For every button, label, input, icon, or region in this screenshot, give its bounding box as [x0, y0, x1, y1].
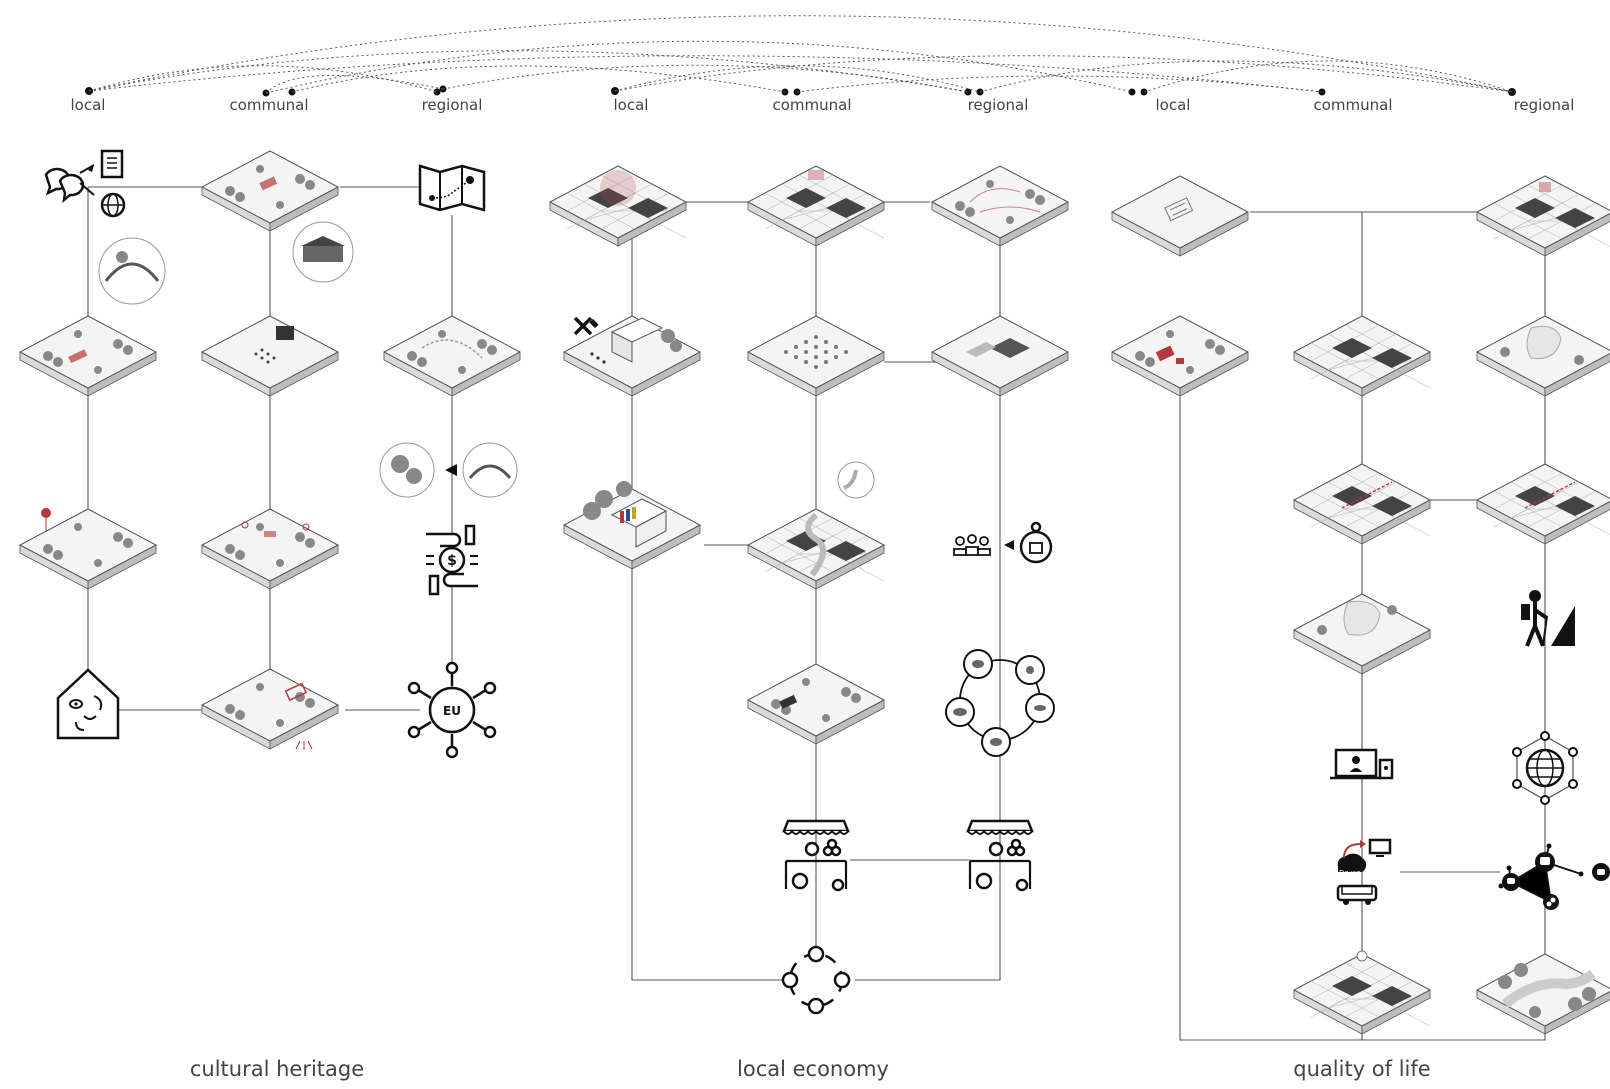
- tile-lake-communal: [1294, 594, 1430, 674]
- level-label-communal-1: communal: [229, 96, 308, 114]
- tile-village-signs-local: [20, 508, 156, 589]
- dependency-arcs: [89, 16, 1512, 93]
- level-dots: [85, 86, 1516, 97]
- group-title-local-economy: local economy: [737, 1057, 889, 1081]
- tile-grid-lanes-communal: [1294, 464, 1430, 544]
- level-label-regional-3: regional: [1514, 96, 1575, 114]
- forest-to-bridge-icon: [380, 443, 517, 497]
- tile-village-plaza: [202, 669, 338, 750]
- magnifier-path: [838, 462, 874, 498]
- tile-market-square: [932, 316, 1068, 396]
- map-icon: [420, 166, 484, 210]
- tile-grid-communal-mid: [1294, 316, 1430, 396]
- chat-to-document-icon: [46, 165, 94, 200]
- tools-icon: [575, 318, 599, 334]
- tile-regional-park: [748, 664, 884, 744]
- eu-label: EU: [443, 704, 461, 718]
- community-circle-icon: [783, 947, 849, 1013]
- tile-park-path: [384, 316, 520, 396]
- hiker-icon: [1521, 590, 1575, 646]
- magnifier-bridge: [99, 238, 165, 304]
- magnifier-building: [293, 222, 353, 282]
- tile-sports-field: [1112, 176, 1248, 256]
- laptop-video-icon: [1330, 750, 1392, 778]
- house-senses-icon: [58, 670, 118, 738]
- tile-village-signs-communal: [202, 509, 338, 589]
- tile-cinema: [202, 316, 338, 396]
- level-label-communal-3: communal: [1313, 96, 1392, 114]
- group-local-economy: [550, 166, 1068, 1013]
- funding-hands-icon: $: [426, 526, 478, 594]
- level-label-local-3: local: [1156, 96, 1191, 114]
- group-title-quality-of-life: quality of life: [1293, 1057, 1430, 1081]
- tile-grid-heat-local: [550, 166, 686, 246]
- tile-grid-path: [748, 509, 884, 589]
- tile-market-building: [564, 481, 700, 569]
- tile-village-bridge: [20, 316, 156, 396]
- level-label-regional-1: regional: [422, 96, 483, 114]
- tile-grid-streets-regional: [932, 166, 1068, 246]
- tile-grid-fountain: [1294, 951, 1430, 1034]
- group-quality-of-life: Do wo: [1112, 176, 1610, 1040]
- level-label-local-2: local: [614, 96, 649, 114]
- mobility-hub-icon: [1499, 844, 1610, 911]
- group-cultural-heritage: $: [20, 151, 520, 757]
- producers-to-shop-icon: [954, 523, 1051, 562]
- tile-river-forest: [1477, 954, 1610, 1034]
- level-label-local-1: local: [71, 96, 106, 114]
- level-label-regional-2: regional: [968, 96, 1029, 114]
- dots-label: Do wo: [1339, 869, 1361, 877]
- svg-text:$: $: [447, 553, 457, 569]
- document-icon: [102, 151, 122, 177]
- level-label-communal-2: communal: [772, 96, 851, 114]
- tile-village-top: [202, 151, 338, 231]
- tile-village-center: [1112, 316, 1248, 396]
- tile-grid-heat-communal: [748, 166, 884, 246]
- globe-icon: [102, 194, 124, 216]
- mobility-options-icon: Do wo: [1338, 840, 1390, 905]
- tile-lake: [1477, 316, 1610, 396]
- level-axis: local communal regional local communal r…: [71, 16, 1575, 114]
- tile-grid-lanes-regional: [1477, 464, 1610, 544]
- tile-orchard: [748, 316, 884, 396]
- eu-network-icon: EU: [409, 663, 495, 757]
- group-title-cultural-heritage: cultural heritage: [190, 1057, 364, 1081]
- tile-grid-regional-top: [1477, 176, 1610, 256]
